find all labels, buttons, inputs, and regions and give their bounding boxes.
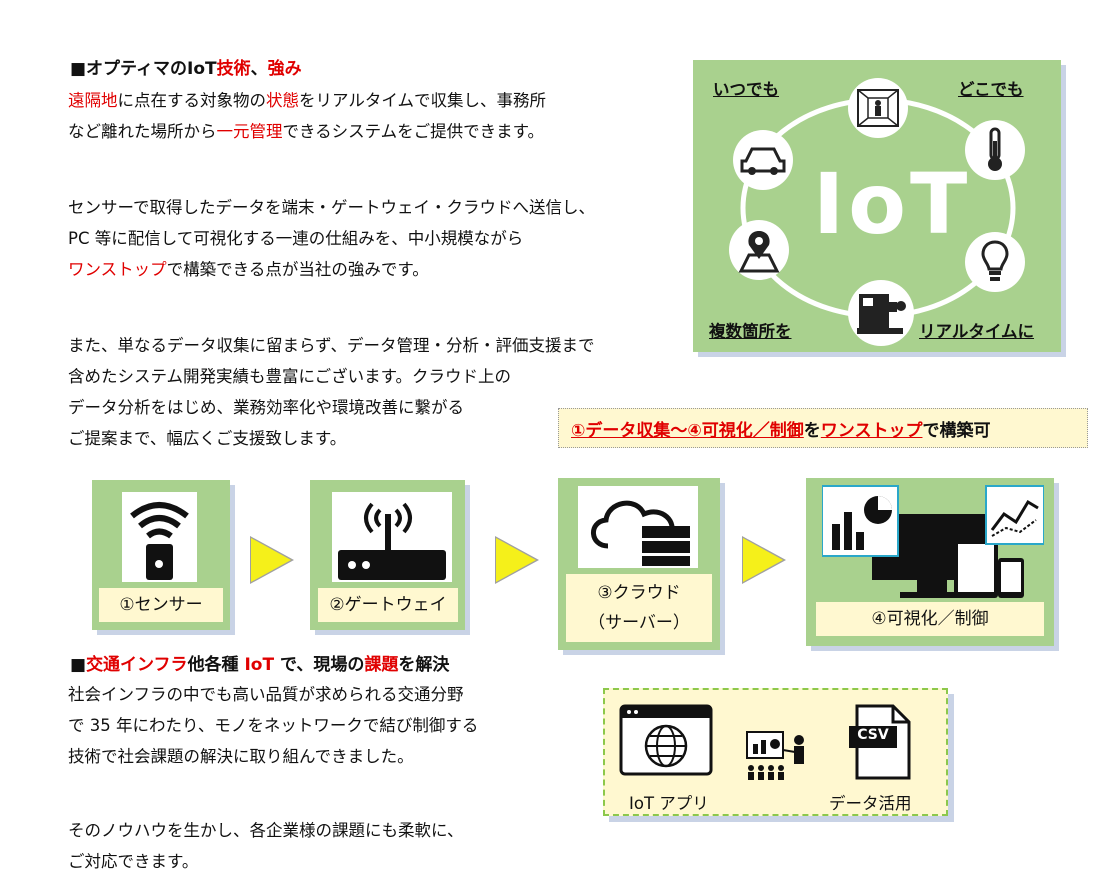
section1-paragraph1: 遠隔地に点在する対象物の状態をリアルタイムで収集し、事務所 など離れた場所から一…: [68, 85, 546, 147]
devices-icon: [821, 484, 1045, 600]
p2-line1: センサーで取得したデータを端末・ゲートウェイ・クラウドへ送信し、: [68, 198, 596, 217]
section1-heading: ■オプティマのIoT技術、強み: [70, 59, 302, 79]
thermometer-icon: [965, 120, 1025, 180]
router-icon: [332, 492, 452, 582]
person-room-icon: [848, 78, 908, 138]
p3-line1: また、単なるデータ収集に留まらず、データ管理・分析・評価支援まで: [68, 336, 595, 355]
p3-line2: 含めたシステム開発実績も豊富にございます。クラウド上の: [68, 367, 512, 386]
s2-p1-line1: 社会インフラの中でも高い品質が求められる交通分野: [68, 685, 464, 704]
s2-p2-line1: そのノウハウを生かし、各企業様の課題にも柔軟に、: [68, 821, 464, 840]
p3-line4: ご提案まで、幅広くご支援致します。: [68, 429, 347, 448]
csv-label: CSV: [857, 727, 889, 743]
iot-panel: いつでも どこでも 複数箇所を リアルタイムに IoT: [693, 60, 1061, 352]
flow-label-visualization: ④可視化／制御: [816, 602, 1044, 636]
iot-label-anywhere: どこでも: [958, 80, 1024, 99]
iot-center-text: IoT: [813, 155, 972, 253]
car-icon: [733, 130, 793, 190]
data-utilization-caption: データ活用: [829, 794, 912, 813]
wifi-sensor-icon: [122, 492, 197, 582]
flow-arrow-3: [743, 538, 783, 582]
p2-line3: ワンストップで構築できる点が当社の強みです。: [68, 260, 429, 279]
p2-line2: PC 等に配信して可視化する一連の仕組みを、中小規模ながら: [68, 229, 524, 248]
p3-line3: データ分析をはじめ、業務効率化や環境改善に繋がる: [68, 398, 464, 417]
light-bulb-icon: [965, 232, 1025, 292]
flow-label-gateway: ②ゲートウェイ: [318, 588, 458, 622]
flow-arrow-1: [251, 538, 291, 582]
s2-p1-line3: 技術で社会課題の解決に取り組んできました。: [68, 747, 414, 766]
flow-arrow-2: [496, 538, 536, 582]
section2-paragraph2: そのノウハウを生かし、各企業様の課題にも柔軟に、 ご対応できます。: [68, 815, 464, 877]
iot-label-anytime: いつでも: [713, 80, 779, 99]
one-stop-banner: ①データ収集～④可視化／制御をワンストップで構築可: [558, 408, 1088, 448]
section2-paragraph1: 社会インフラの中でも高い品質が求められる交通分野 で 35 年にわたり、モノをネ…: [68, 679, 478, 772]
iot-label-realtime: リアルタイムに: [919, 322, 1035, 341]
iot-app-caption: IoT アプリ: [629, 794, 709, 813]
flow-step-sensor: ①センサー: [92, 480, 230, 630]
iot-label-multiple-places: 複数箇所を: [709, 322, 792, 341]
flow-step-gateway: ②ゲートウェイ: [310, 480, 465, 630]
s2-p2-line2: ご対応できます。: [68, 852, 199, 871]
browser-globe-icon: [619, 704, 713, 776]
p1-line1: 遠隔地に点在する対象物の状態をリアルタイムで収集し、事務所: [68, 91, 547, 110]
section2-heading: ■交通インフラ他各種 IoT で、現場の課題を解決: [70, 655, 450, 675]
map-pin-icon: [729, 220, 789, 280]
flow-step-cloud: ③クラウド （サーバー）: [558, 478, 720, 650]
section1-paragraph3: また、単なるデータ収集に留まらず、データ管理・分析・評価支援まで 含めたシステム…: [68, 330, 595, 454]
cloud-server-icon: [578, 486, 698, 568]
flow-label-cloud: ③クラウド （サーバー）: [566, 574, 712, 642]
p1-line2: など離れた場所から一元管理できるシステムをご提供できます。: [68, 122, 545, 141]
flow-step-visualization: ④可視化／制御: [806, 478, 1054, 646]
presentation-icon: [743, 730, 817, 784]
s2-p1-line2: で 35 年にわたり、モノをネットワークで結び制御する: [68, 716, 479, 735]
csv-file-icon: CSV: [847, 704, 913, 780]
factory-machine-icon: [848, 280, 914, 346]
app-panel: CSV IoT アプリ データ活用: [603, 688, 948, 816]
flow-label-sensor: ①センサー: [99, 588, 223, 622]
section1-paragraph2: センサーで取得したデータを端末・ゲートウェイ・クラウドへ送信し、 PC 等に配信…: [68, 192, 595, 285]
